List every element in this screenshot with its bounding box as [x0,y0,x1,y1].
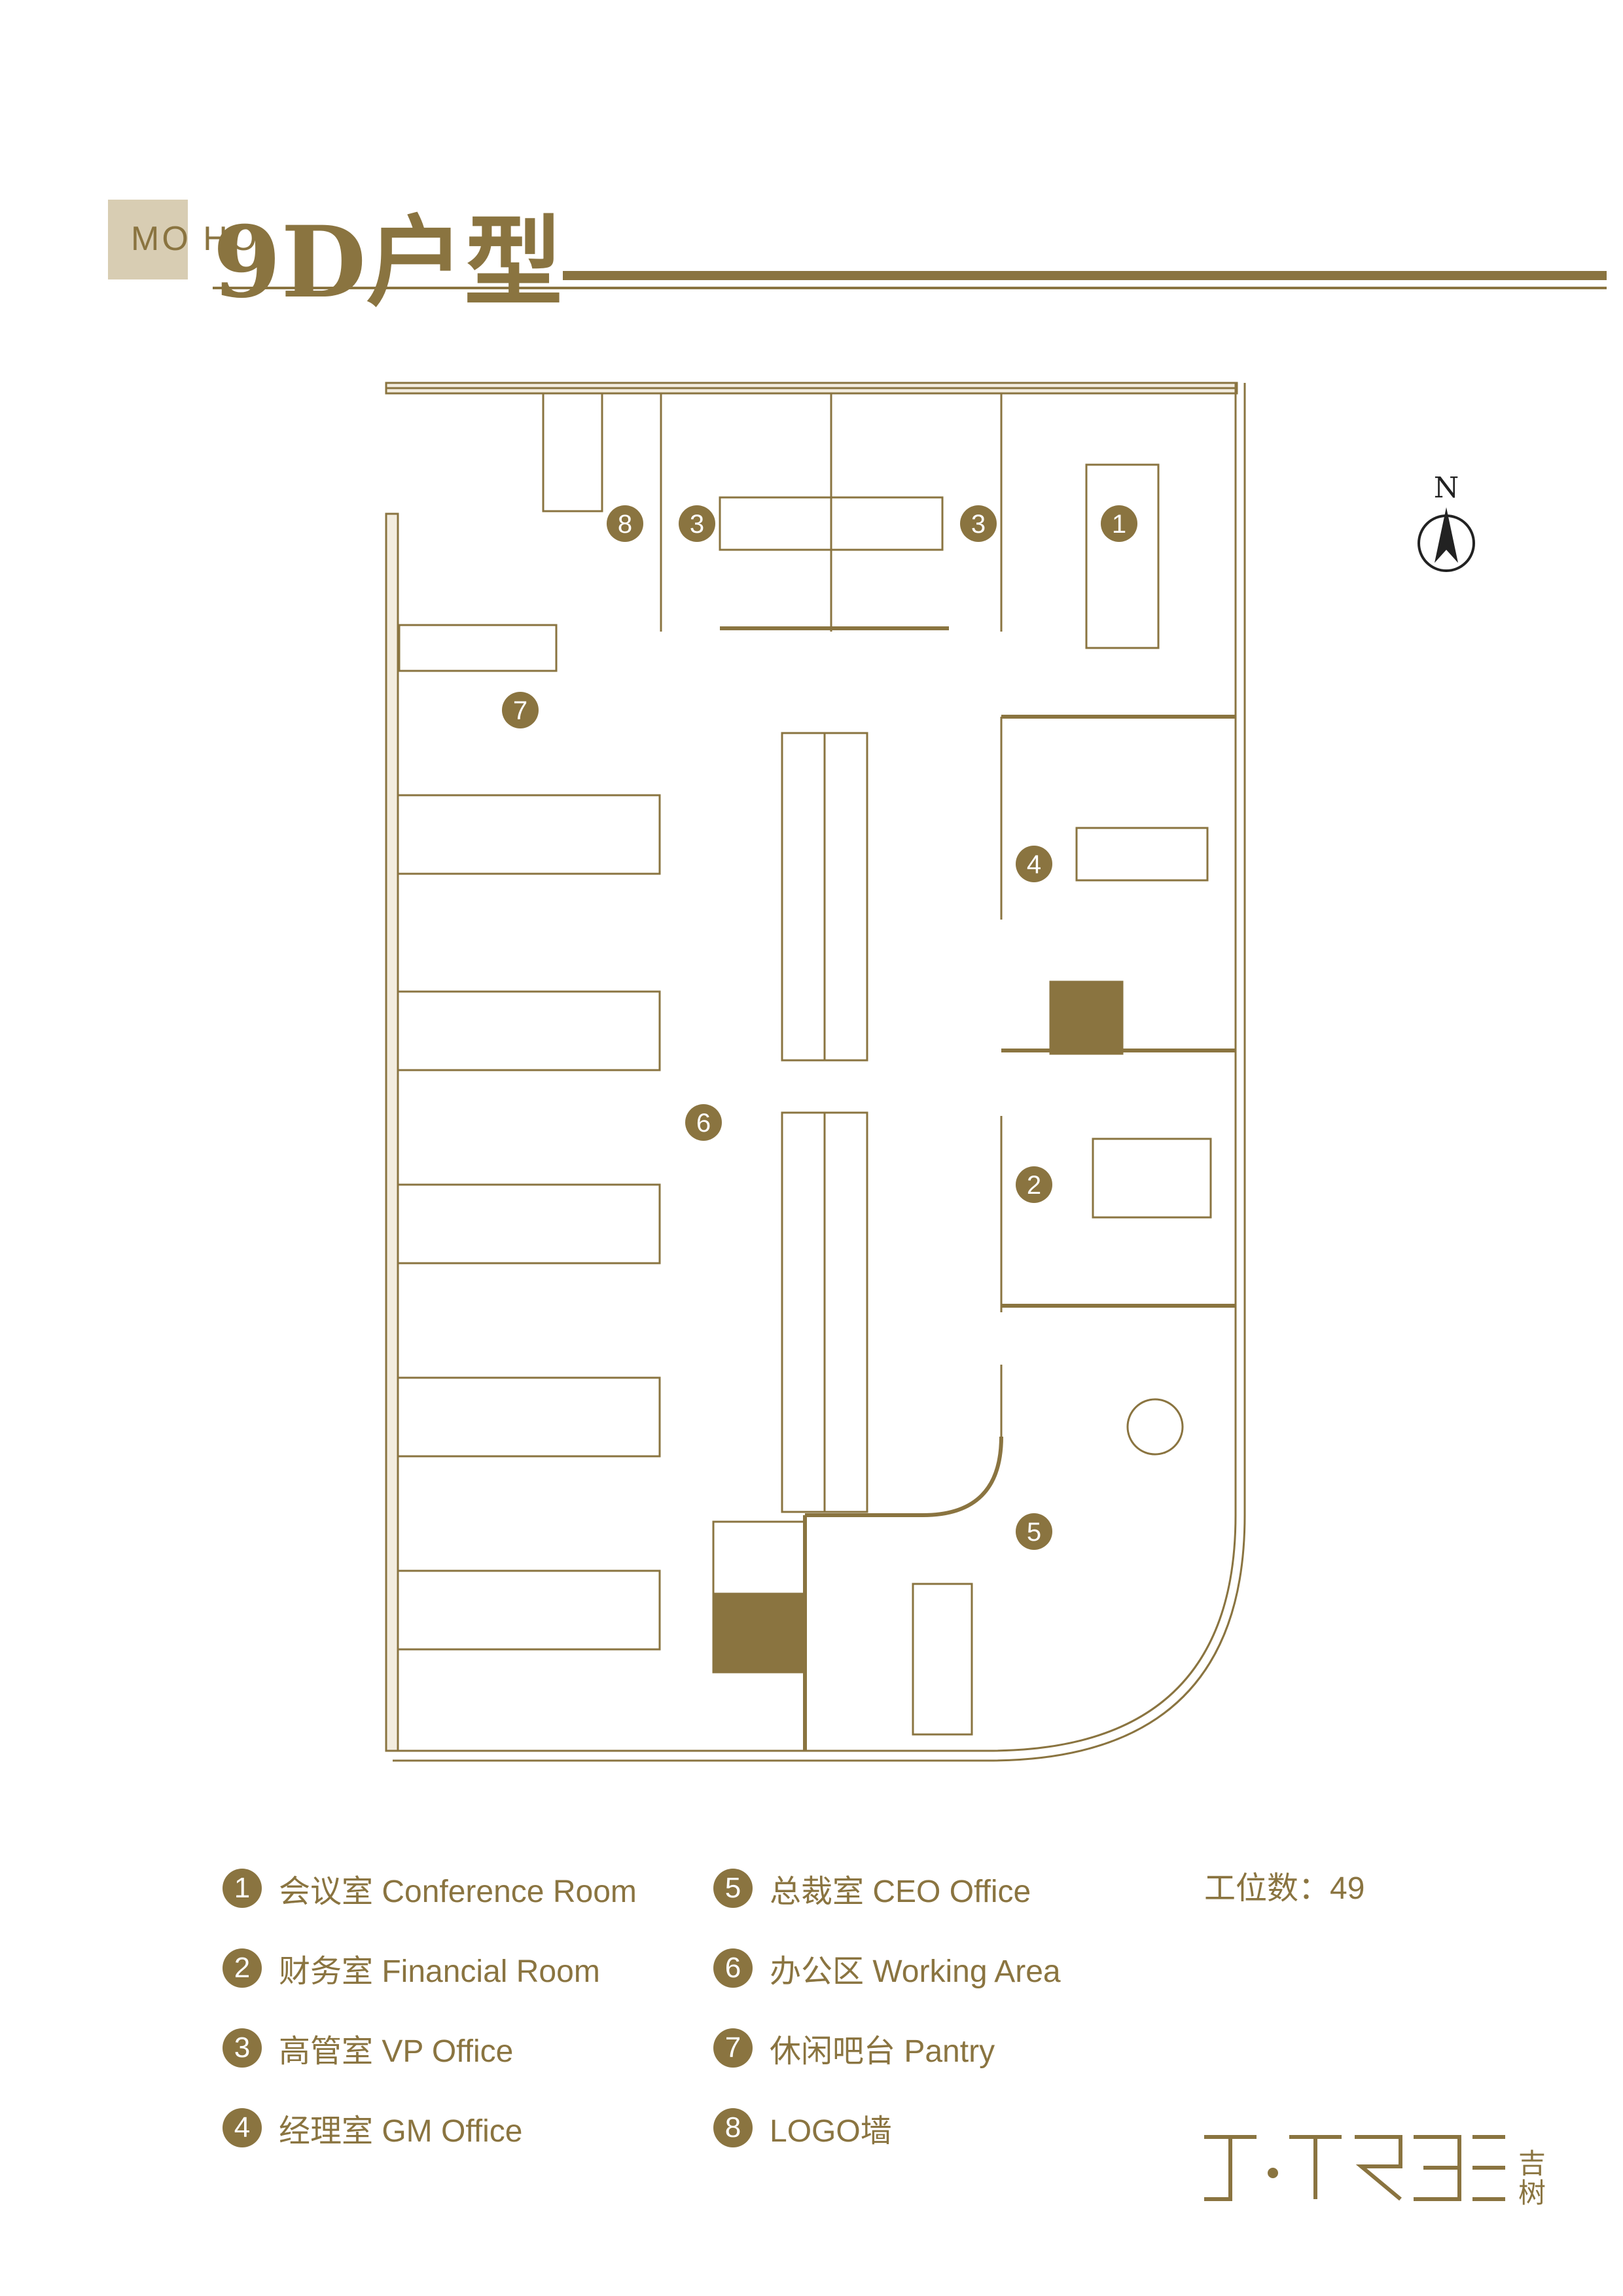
west-wall [385,512,399,1752]
gm-desk [1075,827,1209,882]
brand-name: 吉 [1518,2147,1546,2179]
legend-label: 高管室 VP Office [279,2034,514,2069]
room-marker-1 [1101,505,1137,542]
legend-item: 2 财务室 Financial Room [223,1945,600,1991]
core-block-2 [712,1520,806,1595]
room-marker-label: 8 [618,510,632,539]
legend-label: 财务室 Financial Room [279,1954,600,1989]
room-marker-label: 5 [1027,1518,1041,1547]
room-marker-3 [960,505,997,542]
legend-item: 1 会议室 Conference Room [223,1865,637,1911]
compass-label: N [1434,471,1459,505]
room-markers: 8 3 3 1 7 4 6 2 5 [502,505,1137,1550]
moho-logo-text: MO HO [131,220,260,258]
room-marker-label: 1 [1112,510,1126,539]
workstation-count: 工位数：49 [1204,1871,1365,1906]
workstation-row-2 [397,990,661,1071]
workstation-row-1 [397,794,661,875]
logo-wall [542,392,603,512]
room-marker-label: 3 [971,510,986,539]
legend-label: 经理室 GM Office [279,2114,523,2149]
legend-label: LOGO墙 [770,2114,892,2149]
legend-number: 3 [223,2028,262,2068]
legend-number: 5 [713,1869,753,1908]
legend-number: 4 [223,2108,262,2147]
title-rule-thin [213,287,1607,289]
workstation-row-4 [397,1376,661,1458]
core-block-1 [1049,980,1124,1055]
workstation-row-3 [397,1183,661,1265]
legend-item: 4 经理室 GM Office [223,2105,523,2151]
legend-number: 2 [223,1948,262,1988]
legend-number: 7 [713,2028,753,2068]
legend-item: 7 休闲吧台 Pantry [713,2025,995,2071]
room-marker-2 [1016,1166,1052,1203]
room-marker-label: 4 [1027,850,1041,879]
jtree-brand-logo: 吉 树 [1204,2135,1546,2209]
legend-number: 8 [713,2108,753,2147]
legend-item: 6 办公区 Working Area [713,1945,1061,1991]
workstation-row-5 [397,1570,661,1651]
moho-logo-box [108,200,188,279]
room-marker-7 [502,692,539,728]
room-marker-label: 3 [690,510,704,539]
conference-table [1085,463,1160,649]
legend-item: 3 高管室 VP Office [223,2025,513,2071]
ceo-meeting-table [1126,1398,1184,1456]
legend-label: 办公区 Working Area [770,1954,1061,1989]
vp-desk-left [719,496,832,551]
svg-text:树: 树 [1518,2177,1546,2209]
room-marker-4 [1016,846,1052,882]
floor-plan: 8 3 3 1 7 4 6 2 5 [385,382,1246,1762]
legend-number: 6 [713,1948,753,1988]
legend-number: 1 [223,1869,262,1908]
title-rule [563,271,1607,280]
legend-label: 总裁室 CEO Office [770,1874,1031,1909]
ceo-desk [912,1583,973,1736]
legend-label: 休闲吧台 Pantry [770,2034,995,2069]
room-marker-8 [607,505,643,542]
curved-corner-wall [393,1515,1237,1752]
legend-label: 会议室 Conference Room [279,1874,637,1909]
legend-item: 8 LOGO墙 [713,2105,892,2151]
finance-desk [1092,1138,1212,1219]
north-compass-icon: N [1418,471,1475,572]
page-title: 9D户型 [213,205,563,320]
room-marker-3 [679,505,715,542]
legend-item: 5 总裁室 CEO Office [713,1865,1031,1911]
pantry-counter [398,624,558,672]
room-marker-label: 7 [513,696,527,725]
room-marker-5 [1016,1513,1052,1550]
room-marker-label: 2 [1027,1171,1041,1200]
vp-desk-right [830,496,944,551]
room-marker-6 [685,1104,722,1141]
room-marker-label: 6 [696,1109,711,1138]
